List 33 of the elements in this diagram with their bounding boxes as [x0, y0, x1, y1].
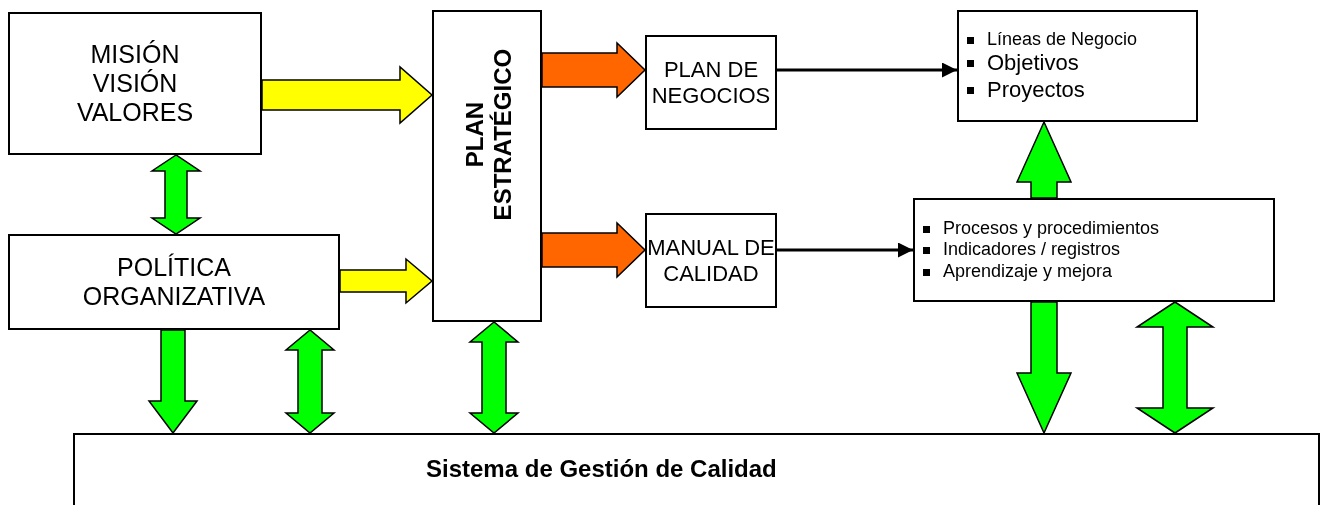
process-box: [8, 12, 262, 155]
bullet-item: Objetivos: [959, 50, 1079, 77]
box-label: MISIÓN VISIÓN VALORES: [75, 40, 195, 127]
process-box: [645, 35, 777, 130]
process-box: [8, 234, 340, 330]
process-box: [645, 213, 777, 308]
block-arrow: [339, 257, 434, 305]
process-box: [432, 10, 542, 322]
block-arrow: [541, 41, 647, 99]
bullet-item: Aprendizaje y mejora: [915, 260, 1113, 283]
list-box: [957, 10, 1198, 122]
panel-title: Sistema de Gestión de Calidad: [426, 455, 777, 483]
bullet-item: Líneas de Negocio: [959, 28, 1138, 51]
bullet-item: Proyectos: [959, 76, 1085, 104]
box-label: POLÍTICA ORGANIZATIVA: [81, 253, 267, 311]
block-arrow: [1015, 120, 1073, 199]
arrow: [777, 242, 913, 258]
box-label: MANUAL DE CALIDAD: [647, 235, 775, 286]
double-block-arrow: [283, 329, 337, 434]
list-box: [913, 198, 1275, 302]
block-arrow: [541, 221, 647, 279]
double-block-arrow: [149, 154, 203, 235]
box-label: PLAN ESTRATÉGICO: [461, 47, 517, 223]
bullet-item: Indicadores / registros: [915, 239, 1121, 261]
double-block-arrow: [1134, 301, 1216, 434]
double-block-arrow: [467, 321, 521, 434]
bullet-item: Procesos y procedimientos: [915, 217, 1160, 240]
block-arrow: [261, 65, 434, 125]
box-label: PLAN DE NEGOCIOS: [650, 57, 772, 108]
block-arrow: [1015, 301, 1073, 435]
arrow: [777, 62, 957, 78]
system-panel: [73, 433, 1320, 505]
block-arrow: [147, 329, 199, 435]
